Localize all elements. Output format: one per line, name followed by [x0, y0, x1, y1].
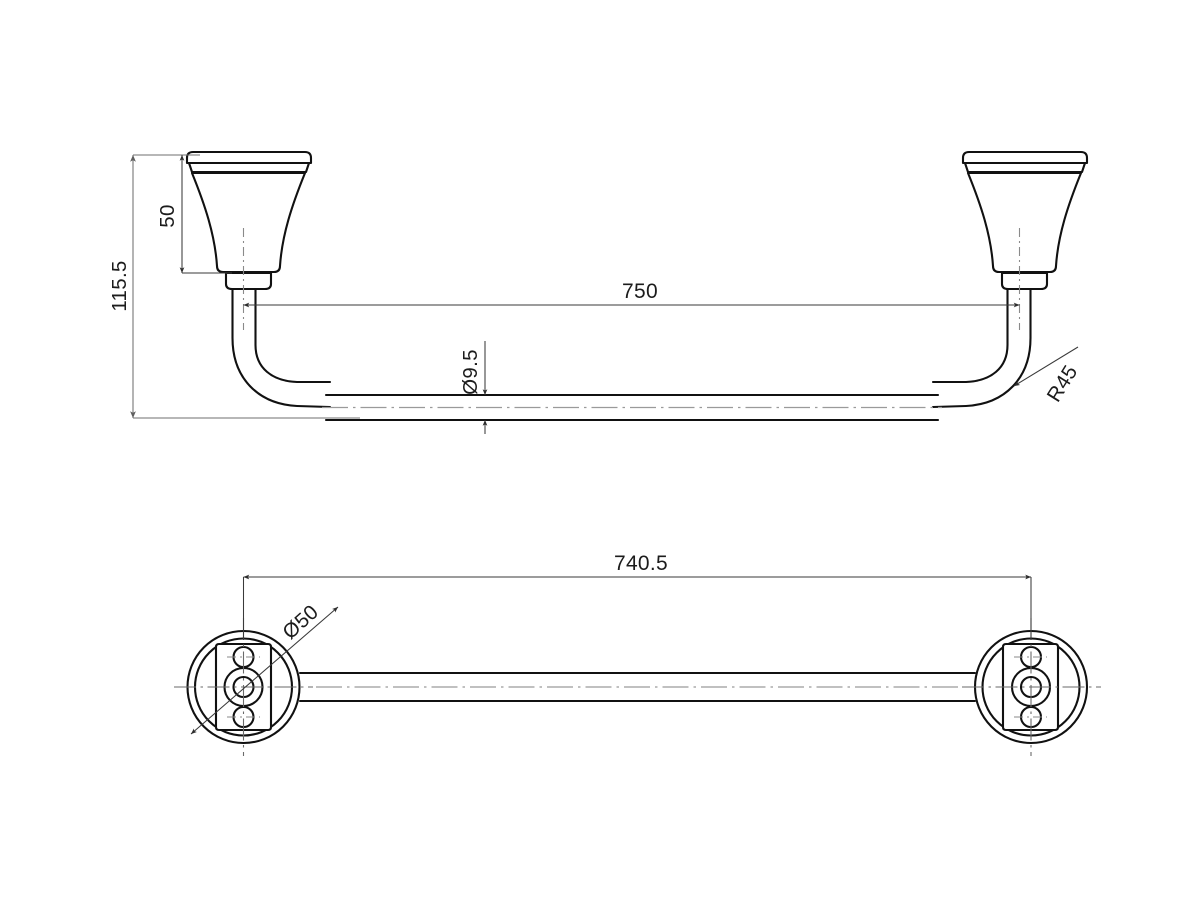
dimension-bend-radius: R45 [1013, 346, 1083, 406]
dim-50-text: 50 [156, 204, 179, 227]
dimension-tube-diameter: Ø9.5 [459, 341, 488, 434]
right-tube-bend [931, 287, 1032, 409]
dim-d50-text: Ø50 [278, 600, 323, 644]
dim-750-text: 750 [622, 280, 658, 303]
dim-740-5-text: 740.5 [614, 552, 668, 575]
dim-d50-leader [190, 606, 339, 735]
left-tube-bend [231, 287, 332, 409]
rail-horizontal-span [322, 393, 942, 422]
rail-outer-wall-right [931, 287, 1032, 409]
right-bracket-collar [1000, 271, 1049, 291]
right-bracket-cap [961, 150, 1089, 165]
dim-115-5-text: 115.5 [108, 260, 131, 311]
rail-inner-wall-left [254, 287, 332, 384]
rail-outer-wall-left [231, 287, 332, 409]
dim-r45-leader [1013, 346, 1079, 387]
dimension-overall-height: 115.5 [108, 154, 360, 419]
dimension-rail-length: 750 [243, 280, 1020, 308]
dimension-flange-centres: 740.5 [242, 552, 1032, 640]
plan-rail-span [298, 671, 977, 703]
left-bracket-cap [185, 150, 313, 165]
right-bracket-band [963, 161, 1087, 174]
left-bracket-bell [190, 171, 307, 274]
plan-view: 740.5 Ø50 [174, 552, 1101, 756]
dim-r45-text: R45 [1043, 361, 1083, 406]
right-bracket-bell [966, 171, 1083, 274]
dimension-bracket-height: 50 [156, 154, 232, 274]
left-bracket-band [187, 161, 311, 174]
right-bracket-assembly [961, 150, 1089, 330]
left-bracket-collar [224, 271, 273, 291]
left-bracket-assembly [185, 150, 313, 330]
front-elevation-view: 115.5 50 750 Ø9.5 R45 [108, 150, 1089, 434]
rail-inner-wall-right [931, 287, 1009, 384]
dim-d95-text: Ø9.5 [459, 349, 482, 395]
